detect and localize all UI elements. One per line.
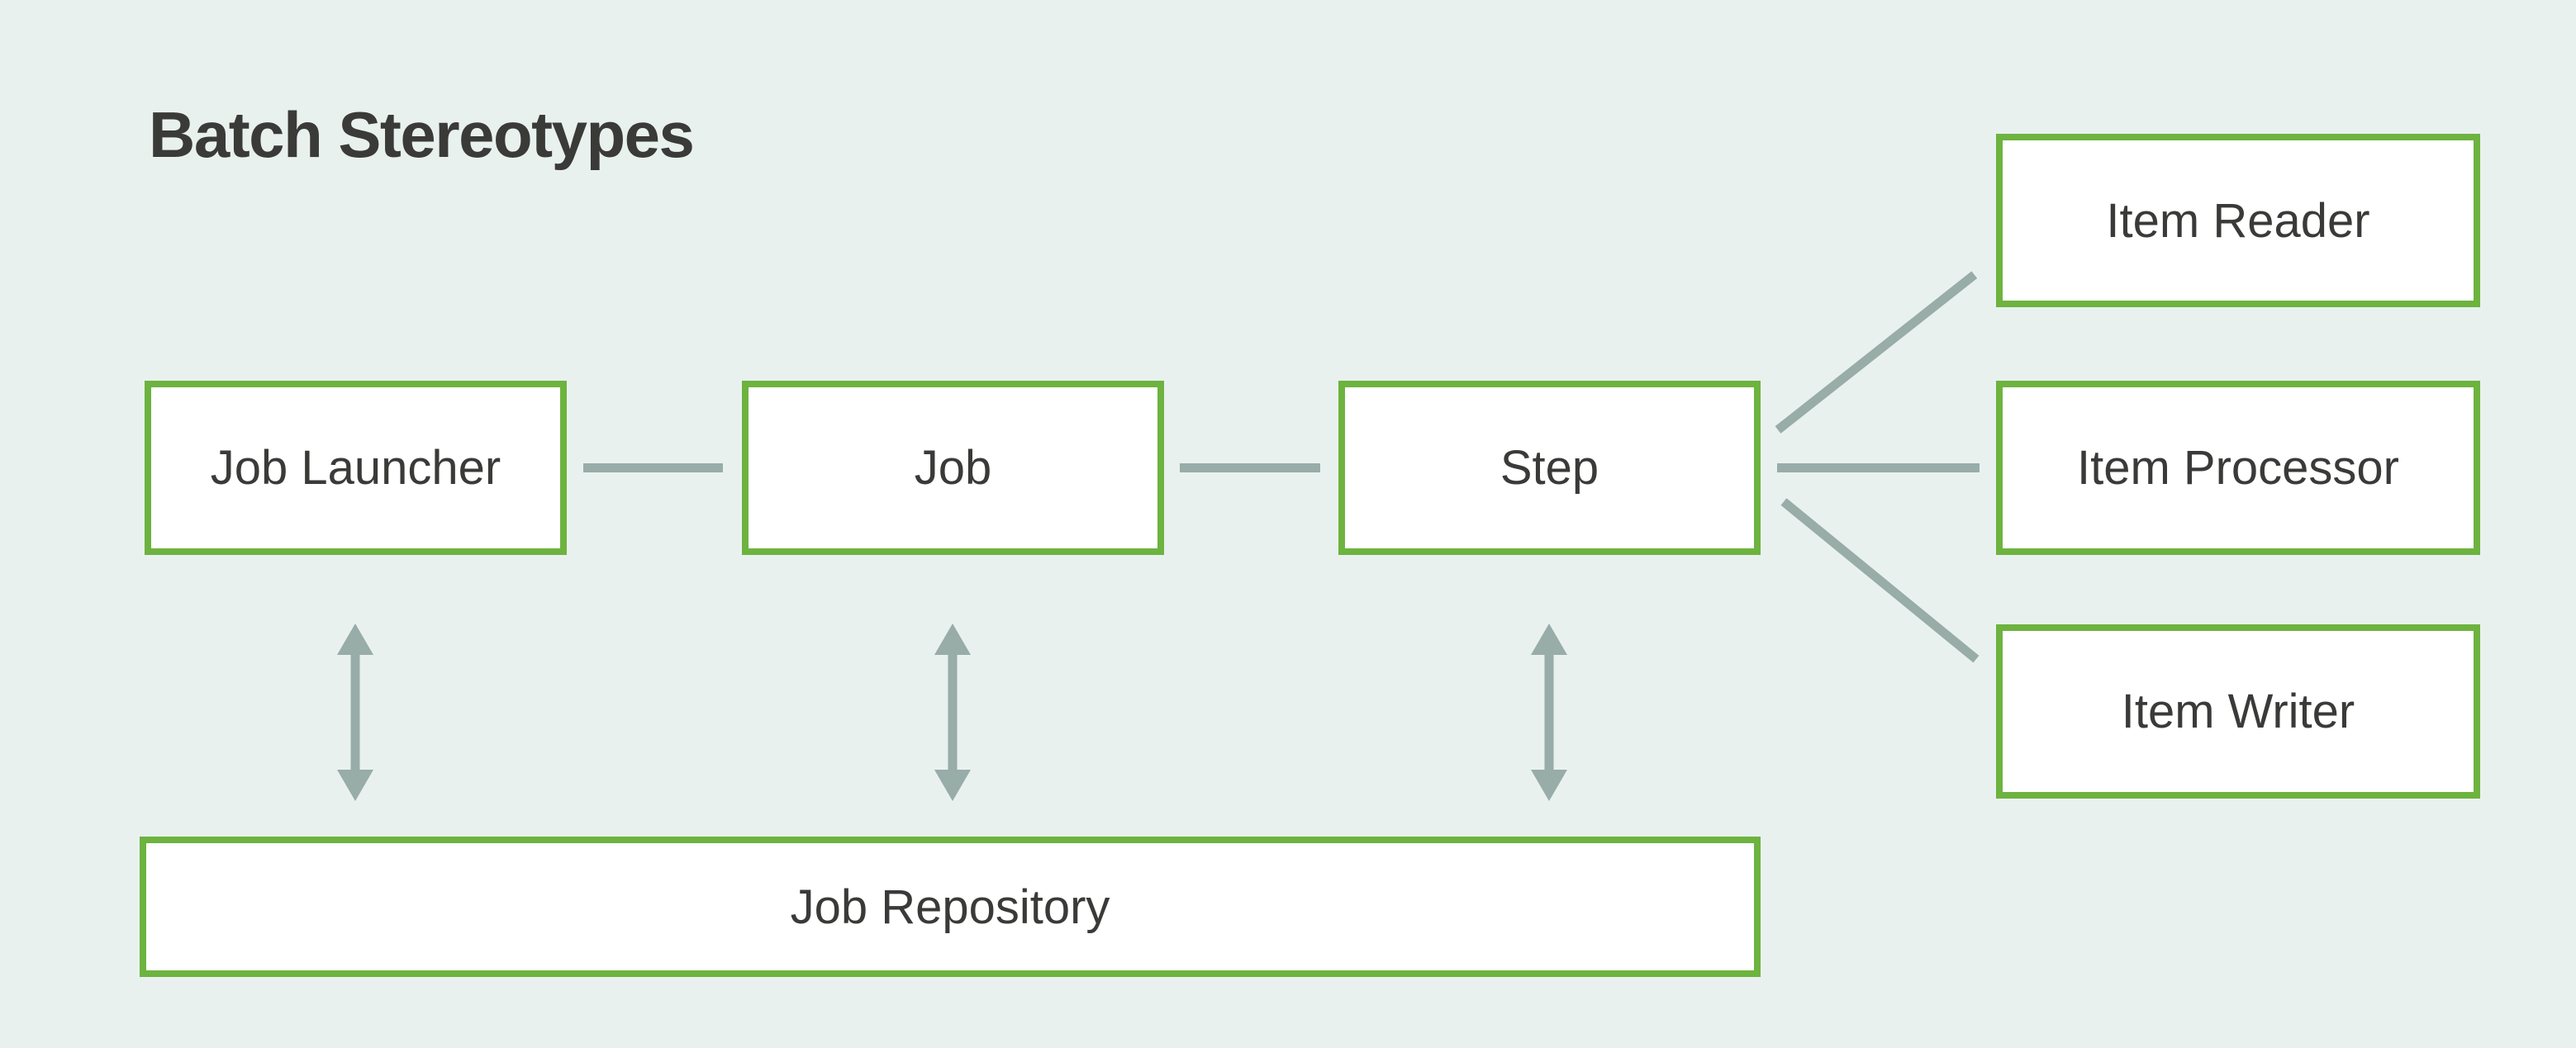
edge-step-itemwriter-line	[1780, 498, 1980, 663]
arrowhead-up-icon	[337, 624, 373, 655]
edge-joblauncher-job-line	[583, 463, 723, 472]
edge-step-itemprocessor-line	[1777, 463, 1980, 472]
node-job-repository: Job Repository	[140, 837, 1761, 977]
node-job-label: Job	[914, 441, 992, 495]
node-item-writer: Item Writer	[1996, 624, 2480, 799]
node-item-reader: Item Reader	[1996, 134, 2480, 307]
node-item-writer-label: Item Writer	[2121, 685, 2355, 738]
node-job: Job	[742, 381, 1164, 555]
edge-step-repository-arrow	[1531, 624, 1567, 801]
edge-job-repository-arrow	[934, 624, 971, 801]
node-step: Step	[1338, 381, 1761, 555]
node-item-processor: Item Processor	[1996, 381, 2480, 555]
arrowhead-up-icon	[1531, 624, 1567, 655]
node-item-processor-label: Item Processor	[2077, 441, 2399, 495]
arrowhead-down-icon	[1531, 770, 1567, 801]
edge-joblauncher-repository-arrow	[337, 624, 373, 801]
node-job-launcher-label: Job Launcher	[210, 441, 501, 495]
node-job-repository-label: Job Repository	[790, 880, 1110, 934]
arrowhead-up-icon	[934, 624, 971, 655]
diagram-title: Batch Stereotypes	[149, 98, 695, 171]
arrowhead-down-icon	[934, 770, 971, 801]
edge-step-itemreader-line	[1775, 271, 1978, 434]
node-job-launcher: Job Launcher	[145, 381, 567, 555]
arrow-shaft	[948, 650, 958, 775]
node-step-label: Step	[1499, 441, 1599, 495]
arrow-shaft	[350, 650, 360, 775]
node-item-reader-label: Item Reader	[2106, 193, 2370, 248]
arrowhead-down-icon	[337, 770, 373, 801]
edge-job-step-line	[1180, 463, 1320, 472]
arrow-shaft	[1544, 650, 1554, 775]
